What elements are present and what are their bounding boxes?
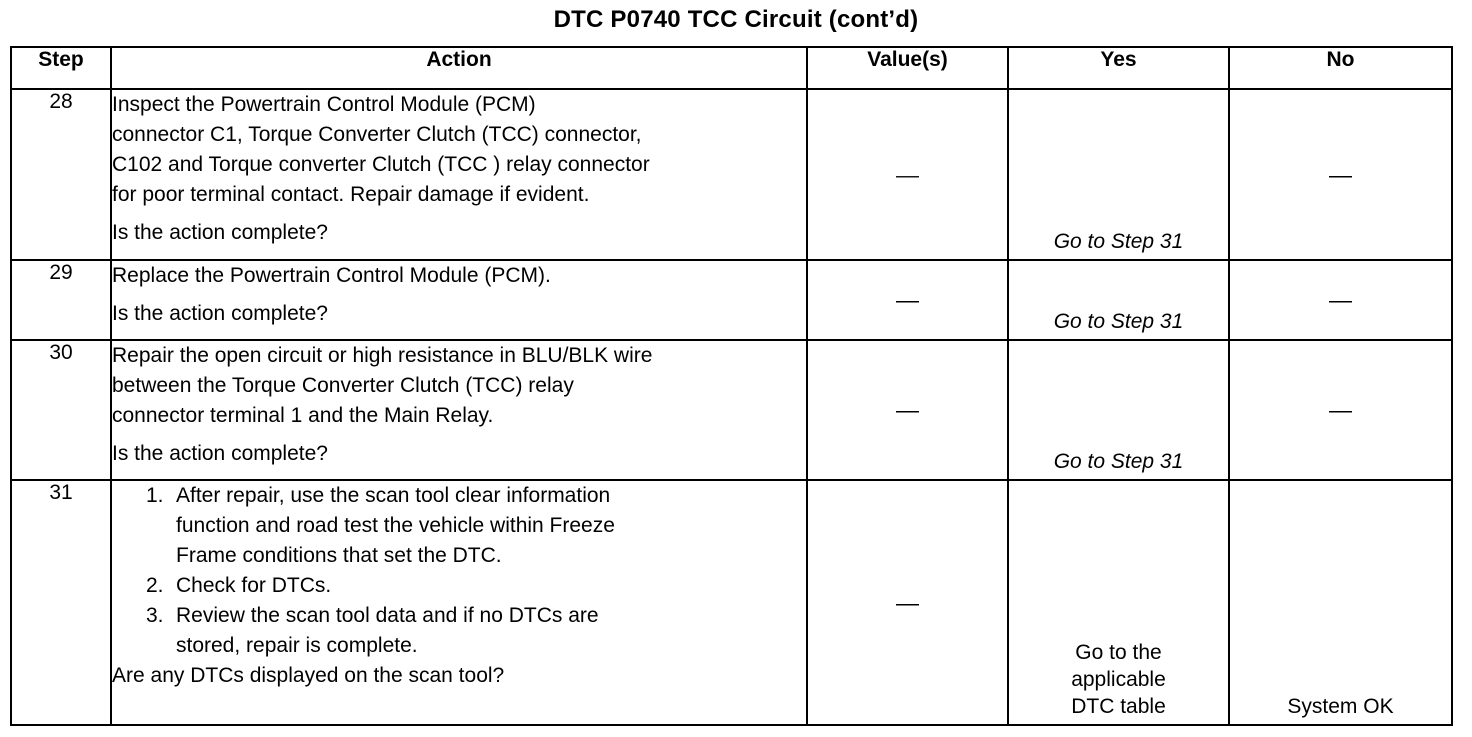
action-description: Replace the Powertrain Control Module (P… <box>110 259 808 341</box>
no-cell: — <box>1228 339 1453 481</box>
action-line: between the Torque Converter Clutch (TCC… <box>112 374 574 397</box>
list-item-number: 2. <box>146 574 164 597</box>
yes-action: Go to Step 31 <box>1053 450 1184 473</box>
column-header-value: Value(s) <box>806 46 1009 90</box>
action-line: for poor terminal contact. Repair damage… <box>112 183 590 206</box>
value-cell: — <box>806 88 1009 261</box>
action-question: Is the action complete? <box>112 302 328 325</box>
column-header-yes: Yes <box>1007 46 1230 90</box>
value-dash: — <box>896 161 919 187</box>
no-dash: — <box>1329 396 1352 423</box>
list-item-line: Frame conditions that set the DTC. <box>176 544 502 567</box>
yes-action: Go to Step 31 <box>1053 230 1184 253</box>
step-number: 30 <box>10 339 112 481</box>
no-action: System OK <box>1287 695 1394 718</box>
yes-cell: Go to the applicable DTC table <box>1007 479 1230 726</box>
table-row: 30 Repair the open circuit or high resis… <box>10 339 1453 481</box>
action-line: Repair the open circuit or high resistan… <box>112 344 653 367</box>
list-item-text: Review the scan tool data and if no DTCs… <box>176 601 806 661</box>
action-question: Is the action complete? <box>112 221 328 244</box>
yes-action: Go to Step 31 <box>1053 310 1184 333</box>
no-cell: — <box>1228 88 1453 261</box>
action-line: Inspect the Powertrain Control Module (P… <box>112 93 536 116</box>
no-cell: System OK <box>1228 479 1453 726</box>
no-cell: — <box>1228 259 1453 341</box>
list-item: 1. After repair, use the scan tool clear… <box>146 481 806 571</box>
list-item: 2. Check for DTCs. <box>146 571 806 601</box>
numbered-list: 1. After repair, use the scan tool clear… <box>112 481 806 661</box>
yes-action-line: DTC table <box>1071 695 1166 718</box>
action-line: C102 and Torque converter Clutch (TCC ) … <box>112 153 650 176</box>
no-dash: — <box>1329 161 1352 187</box>
table-row: 31 1. After repair, use the scan tool cl… <box>10 479 1453 726</box>
diagnostic-table-container: Step Action Value(s) Yes No 28 Inspect t… <box>10 46 1453 726</box>
action-line: connector terminal 1 and the Main Relay. <box>112 404 494 427</box>
yes-cell: Go to Step 31 <box>1007 88 1230 261</box>
value-dash: — <box>896 286 919 313</box>
list-item: 3. Review the scan tool data and if no D… <box>146 601 806 661</box>
yes-action-line: Go to the <box>1075 641 1162 664</box>
action-question: Is the action complete? <box>112 442 328 465</box>
list-item-line: stored, repair is complete. <box>176 634 418 657</box>
list-item-line: Check for DTCs. <box>176 574 332 597</box>
yes-action-line: applicable <box>1071 668 1166 691</box>
step-number: 31 <box>10 479 112 726</box>
table-header-row: Step Action Value(s) Yes No <box>10 46 1453 90</box>
list-item-number: 1. <box>146 484 164 507</box>
list-item-text: After repair, use the scan tool clear in… <box>176 481 806 571</box>
action-line: Replace the Powertrain Control Module (P… <box>112 264 551 287</box>
page-title: DTC P0740 TCC Circuit (cont’d) <box>553 6 919 33</box>
step-number: 28 <box>10 88 112 261</box>
no-dash: — <box>1329 286 1352 313</box>
list-item-line: After repair, use the scan tool clear in… <box>176 484 611 507</box>
action-description: Repair the open circuit or high resistan… <box>110 339 808 481</box>
table-row: 29 Replace the Powertrain Control Module… <box>10 259 1453 341</box>
action-question: Are any DTCs displayed on the scan tool? <box>112 664 505 687</box>
value-cell: — <box>806 339 1009 481</box>
action-description: Inspect the Powertrain Control Module (P… <box>110 88 808 261</box>
value-cell: — <box>806 259 1009 341</box>
table-row: 28 Inspect the Powertrain Control Module… <box>10 88 1453 261</box>
list-item-text: Check for DTCs. <box>176 571 806 601</box>
action-line: connector C1, Torque Converter Clutch (T… <box>112 123 642 146</box>
column-header-step: Step <box>10 46 112 90</box>
list-item-number: 3. <box>146 604 164 627</box>
step-number: 29 <box>10 259 112 341</box>
spacer <box>112 210 806 218</box>
value-cell: — <box>806 479 1009 726</box>
column-header-action: Action <box>110 46 808 90</box>
spacer <box>112 431 806 439</box>
dtc-procedure-table: Step Action Value(s) Yes No 28 Inspect t… <box>10 46 1453 726</box>
spacer <box>112 291 806 299</box>
value-dash: — <box>896 589 919 615</box>
list-item-line: function and road test the vehicle withi… <box>176 514 615 537</box>
yes-cell: Go to Step 31 <box>1007 339 1230 481</box>
yes-action: Go to the applicable DTC table <box>1009 639 1228 720</box>
value-dash: — <box>896 396 919 423</box>
yes-cell: Go to Step 31 <box>1007 259 1230 341</box>
action-description: 1. After repair, use the scan tool clear… <box>110 479 808 726</box>
list-item-line: Review the scan tool data and if no DTCs… <box>176 604 599 627</box>
column-header-no: No <box>1228 46 1453 90</box>
